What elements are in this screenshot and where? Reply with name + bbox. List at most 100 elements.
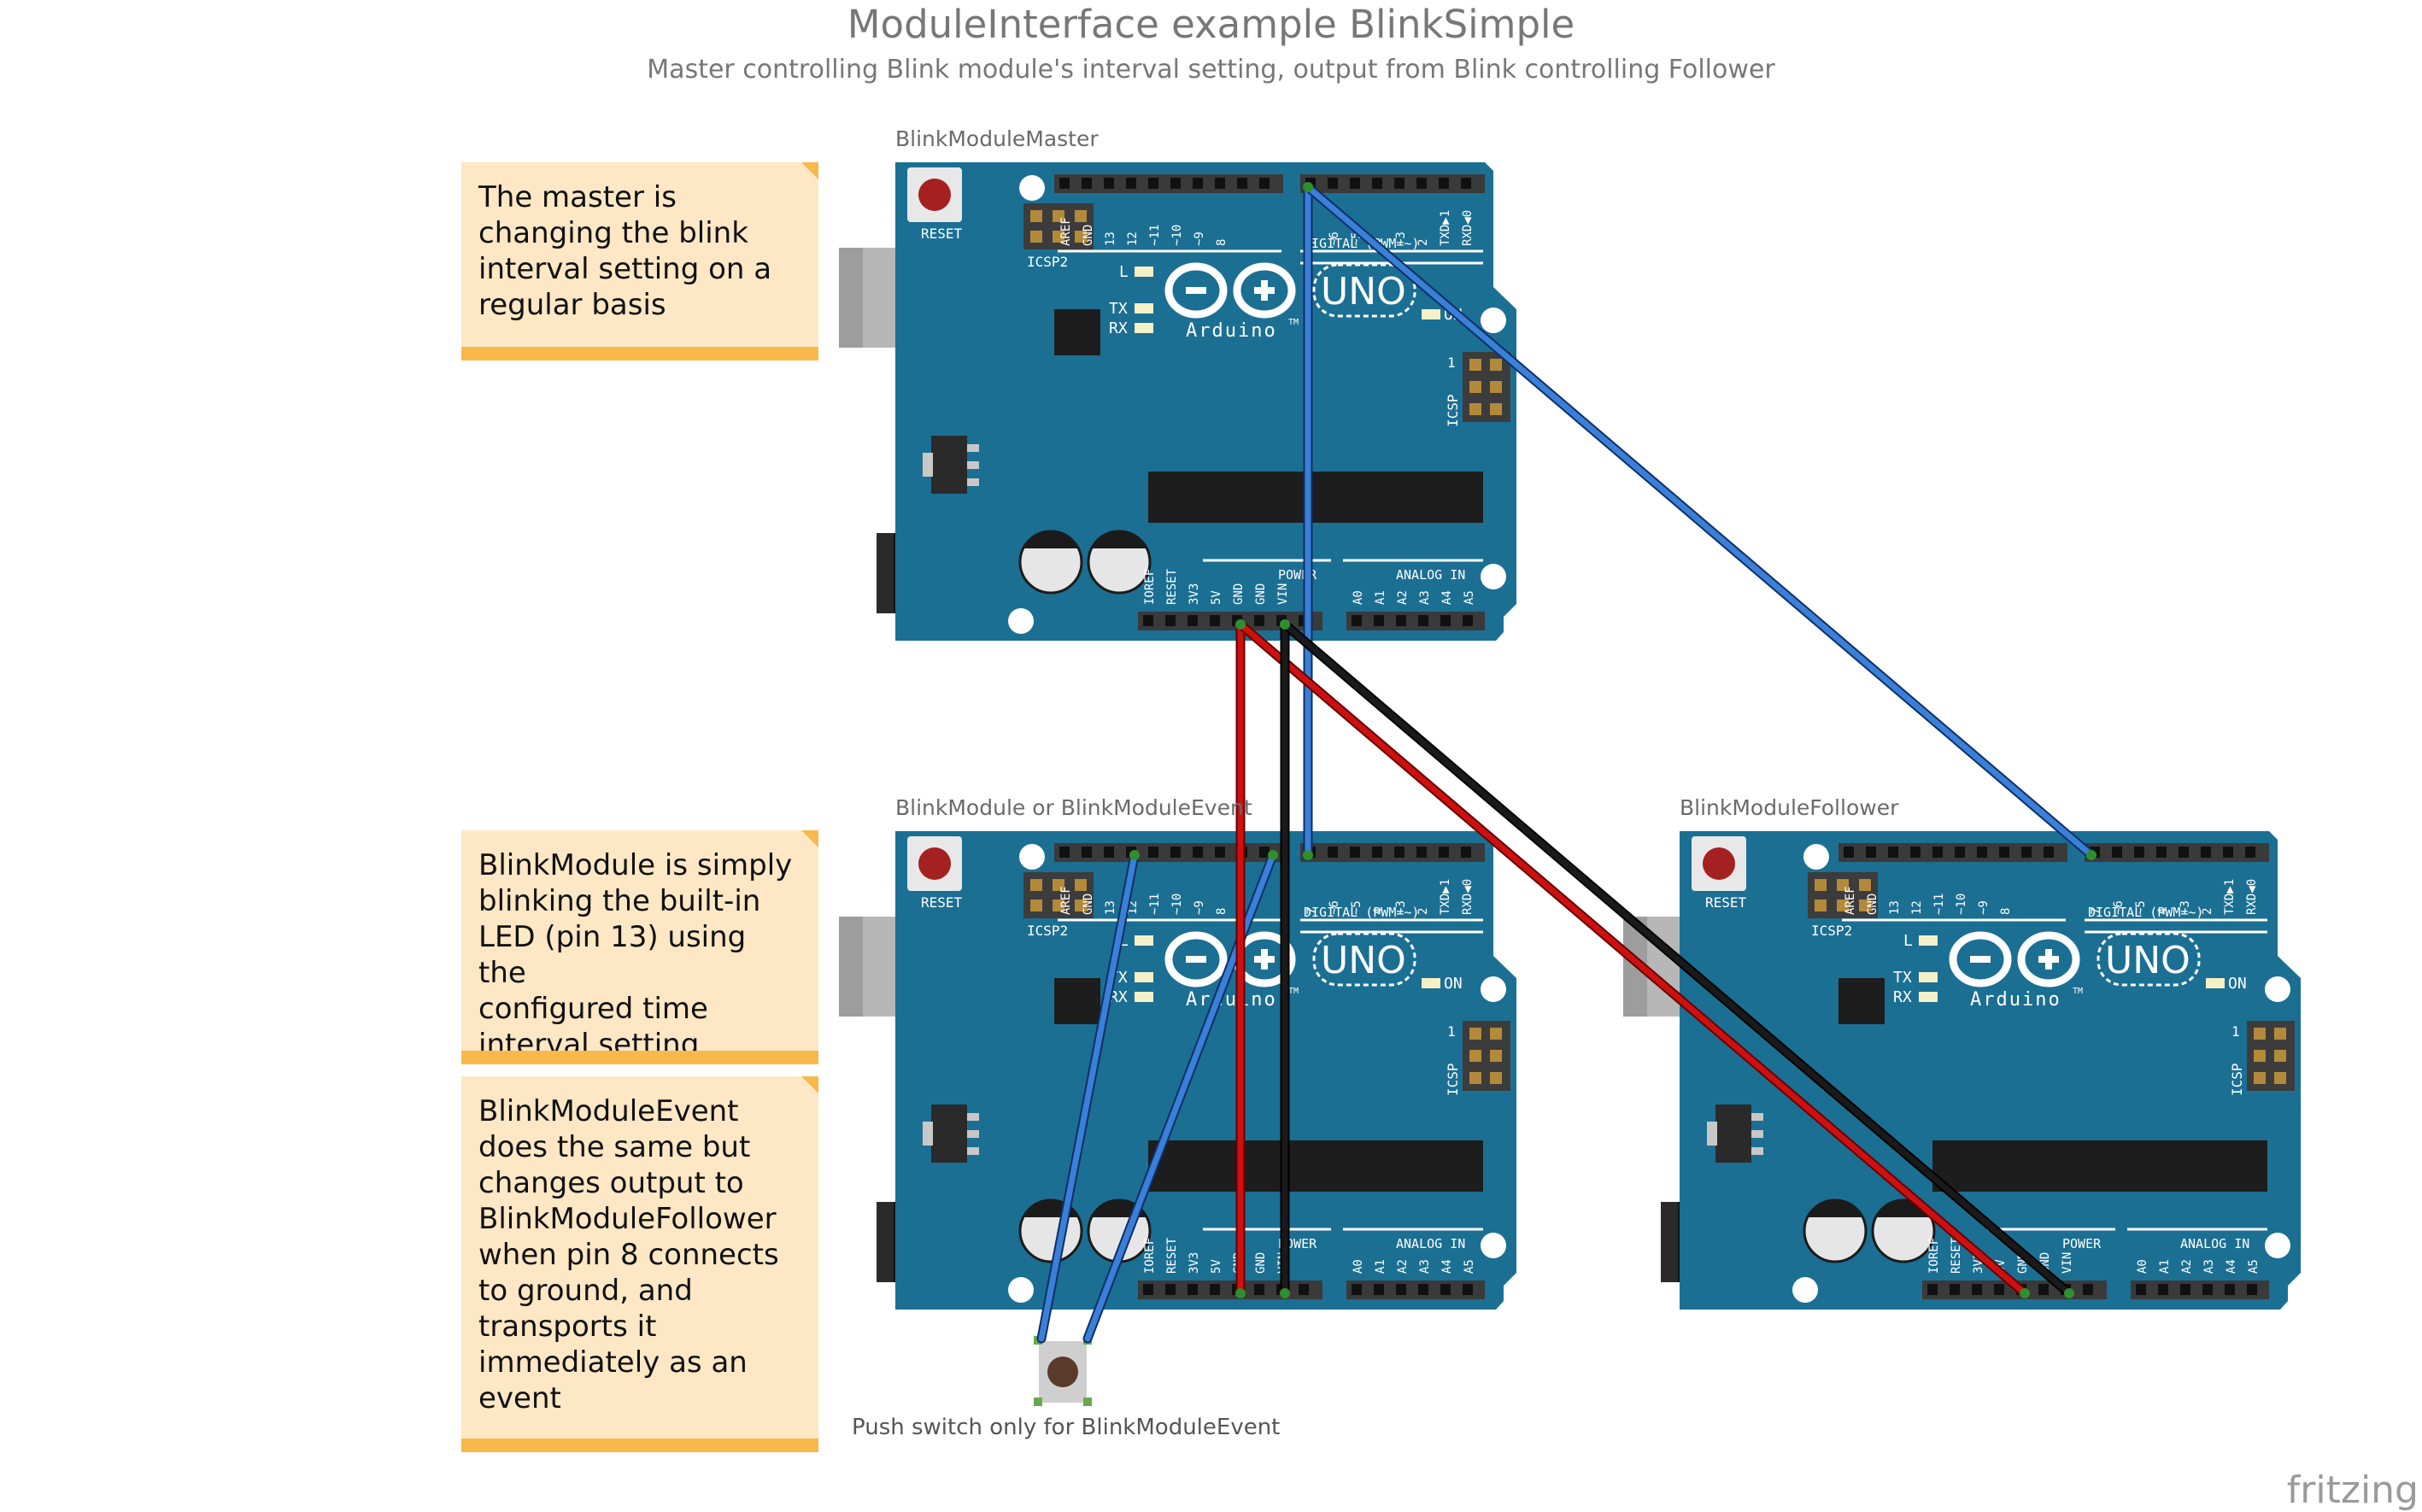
top-pin-label: ~9: [1193, 900, 1206, 915]
icsp-pin1-label: 1: [1447, 1023, 1456, 1040]
uno-label: UNO: [1321, 939, 1406, 982]
trademark-label: TM: [2073, 987, 2083, 996]
top-pin-label: 7: [1305, 908, 1319, 915]
top-pin-label: 2: [2201, 908, 2214, 915]
switch-caption: Push switch only for BlinkModuleEvent: [852, 1415, 1281, 1440]
led-rx-label: RX: [1109, 319, 1128, 337]
note-line: interval setting: [478, 1028, 700, 1062]
top-pin-label: 13: [1888, 900, 1902, 915]
led-l-label: L: [1119, 263, 1129, 281]
bottom-pin-label: VIN: [2061, 1252, 2074, 1274]
top-pin-label: ~9: [1193, 231, 1206, 246]
top-pin-label: GND: [1082, 894, 1095, 915]
wires: [1036, 182, 2097, 1344]
icsp-pin1-label: 1: [1447, 355, 1456, 371]
bottom-pin-label: A3: [2202, 1259, 2216, 1274]
top-pin-label: RXD◀0: [1461, 879, 1475, 915]
top-pin-label: 13: [1104, 231, 1117, 246]
trademark-label: TM: [1288, 318, 1299, 327]
note-fold: [801, 1076, 818, 1093]
top-pin-label: RXD◀0: [2245, 879, 2259, 915]
bottom-pin-label: A1: [1374, 1259, 1387, 1274]
top-pin-label: TXD▶1: [2223, 879, 2237, 915]
note-line: blinking the built-in: [478, 884, 761, 918]
bottom-pin-label: A0: [1352, 590, 1365, 605]
top-pin-label: 2: [1416, 239, 1430, 246]
reset-label: RESET: [1705, 894, 1747, 911]
note-line: configured time: [478, 992, 708, 1026]
top-pin-label: ~6: [1328, 900, 1341, 915]
top-pin-label: ~3: [2179, 900, 2192, 915]
bottom-pin-label: GND: [1254, 583, 1268, 605]
bottom-pin-label: A2: [1396, 1259, 1410, 1274]
fritzing-logo: fritzing: [2286, 1468, 2419, 1512]
top-pin-label: ~6: [1328, 231, 1341, 246]
top-pin-label: ~11: [1148, 894, 1162, 915]
bottom-pin-label: 5V: [1210, 1259, 1223, 1274]
note-line: interval setting on a: [478, 252, 772, 286]
note-blink: BlinkModule is simply blinking the built…: [461, 830, 818, 1064]
top-pin-label: TXD▶1: [1439, 210, 1452, 246]
note-event: BlinkModuleEvent does the same but chang…: [461, 1076, 818, 1452]
top-pin-label: ~6: [2112, 900, 2126, 915]
note-line: transports it: [478, 1310, 657, 1344]
top-pin-label: 2: [1416, 908, 1430, 915]
analog-label: ANALOG IN: [1396, 1236, 1465, 1251]
note-line: BlinkModuleEvent: [478, 1094, 739, 1128]
bottom-pin-label: IOREF: [1143, 569, 1157, 605]
bottom-pin-label: A4: [1440, 1259, 1454, 1274]
top-pin-label: 8: [1215, 908, 1229, 915]
note-line: regular basis: [478, 288, 666, 322]
led-on-label: ON: [1444, 975, 1463, 993]
digital-label: DIGITAL (PWM=~): [1304, 905, 1419, 920]
trademark-label: TM: [1288, 987, 1299, 996]
top-pin-label: 12: [1126, 231, 1140, 246]
top-pin-label: GND: [1866, 894, 1880, 915]
note-line: immediately as an: [478, 1345, 748, 1380]
bottom-pin-label: VIN: [1276, 583, 1290, 605]
analog-label: ANALOG IN: [1396, 567, 1465, 583]
icsp2-label: ICSP2: [1027, 254, 1068, 270]
bottom-pin-label: A0: [2136, 1259, 2149, 1274]
bottom-pin-label: GND: [1232, 583, 1246, 605]
reset-label: RESET: [921, 226, 963, 242]
bottom-pin-label: A1: [1374, 590, 1387, 605]
icsp-label: ICSP: [1445, 394, 1461, 427]
note-fold: [801, 162, 818, 179]
top-pin-label: ~11: [1932, 894, 1946, 915]
led-tx-label: TX: [1893, 969, 1912, 987]
push-switch: [1034, 1336, 1092, 1406]
note-line: The master is: [478, 180, 677, 214]
icsp2-label: ICSP2: [1027, 923, 1068, 939]
reset-label: RESET: [921, 894, 963, 911]
bottom-pin-label: A4: [1440, 590, 1454, 605]
arduino-brand-label: Arduino: [1186, 989, 1277, 1011]
bottom-pin-label: A3: [1418, 1259, 1432, 1274]
arduino-brand-label: Arduino: [1970, 989, 2061, 1011]
diagram-title: ModuleInterface example BlinkSimple: [847, 2, 1575, 47]
top-pin-label: RXD◀0: [1461, 210, 1475, 246]
icsp-label: ICSP: [2229, 1063, 2245, 1096]
power-label: POWER: [2062, 1236, 2102, 1251]
wire-endpoints: [1129, 182, 2097, 1298]
board-label-master: BlinkModuleMaster: [895, 126, 1099, 151]
bottom-pin-label: 5V: [1210, 590, 1223, 605]
note-line: changes output to: [478, 1166, 744, 1200]
diagram-subtitle: Master controlling Blink module's interv…: [647, 55, 1775, 85]
note-master: The master is changing the blink interva…: [461, 162, 818, 360]
board-label-blink: BlinkModule or BlinkModuleEvent: [895, 795, 1252, 820]
top-pin-label: 12: [1910, 900, 1924, 915]
bottom-pin-label: 3V3: [1188, 583, 1201, 605]
led-rx-label: RX: [1109, 988, 1128, 1006]
bottom-pin-label: A1: [2158, 1259, 2172, 1274]
bottom-pin-label: 3V3: [1188, 1252, 1201, 1274]
bottom-pin-label: A5: [2247, 1259, 2261, 1274]
led-on-label: ON: [2228, 975, 2247, 993]
top-pin-label: ~9: [1977, 900, 1991, 915]
top-pin-label: AREF: [1059, 886, 1073, 915]
top-pin-label: 8: [1215, 239, 1229, 246]
note-line: event: [478, 1381, 561, 1415]
